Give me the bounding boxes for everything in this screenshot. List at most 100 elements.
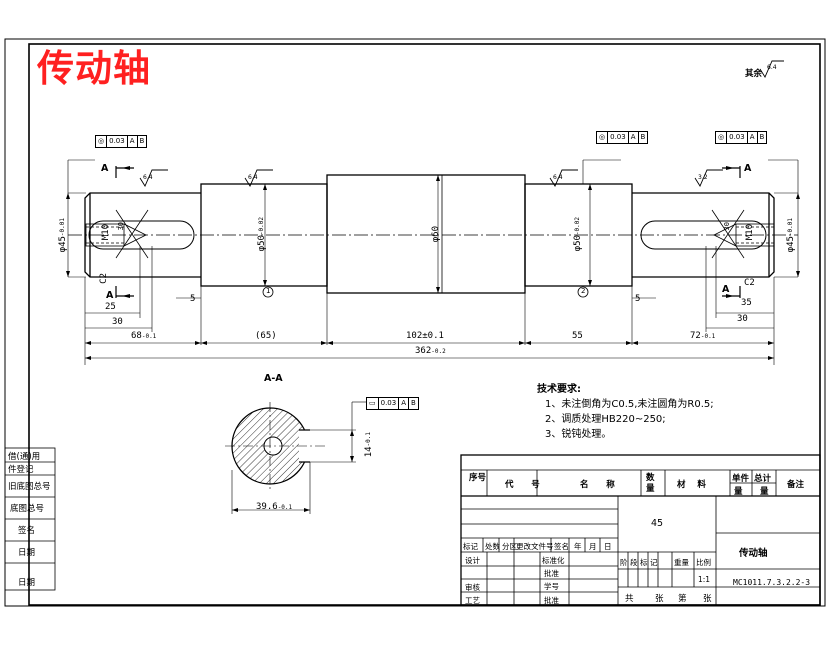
rev-header-count: 处数 [485,542,500,551]
runout-frame-center: ◎ 0.03 A B [596,131,649,144]
arrowheads [66,166,800,360]
cut-label-top-right: A [744,163,752,174]
left-block-label-2: 件登记 [8,465,34,475]
dim-keyway-offset-right: 30 [737,314,748,324]
stage-header-weight: 重量 [674,558,689,567]
left-block-label-6: 日期 [18,548,36,558]
balloon-2: 2 [581,287,586,295]
runout-frame-left: ◎ 0.03 A B [95,135,148,148]
sheet-word-2: 张 [655,594,664,604]
stage-header-2: 段 [630,558,638,567]
left-block-label-1: 借(通)用 [8,452,41,462]
inner-frame [28,43,821,606]
roughness-value-right-bearing: 6.4 [553,174,563,181]
dim-left-bearing: (65) [255,331,277,341]
left-block-label-5: 签名 [18,526,36,536]
rev-header-doc: 更改文件号 [516,542,554,551]
bom-total: 总计 [754,474,772,484]
section-view [225,401,366,514]
stage-header-4: 记 [650,558,658,567]
balloon-1: 1 [266,287,271,295]
sheet-word-4: 张 [703,594,712,604]
dim-diameter-left-bearing: φ50-0.02 [257,217,267,252]
drawing-title: 传动轴 [37,47,151,90]
stage-header-scale: 比例 [696,558,711,567]
tech-req-item-1: 1、未注倒角为C0.5,未注圆角为R0.5; [545,399,714,410]
material-value: 45 [651,518,664,529]
dim-left-end: 68-0.1 [131,331,157,341]
dim-keyway-offset-left: 30 [112,317,123,327]
roughness-value-left-bearing: 6.4 [248,174,258,181]
left-side-block [4,447,56,591]
bom-code: 代 号 [505,480,540,490]
runout-frame-right: ◎ 0.03 A B [715,131,768,144]
stage-header-3: 标 [640,558,648,567]
dim-keyway-length-left: 25 [105,302,116,312]
dim-overall-length: 362-0.2 [415,346,446,356]
bom-qty: 数量 [646,473,655,494]
sheet-word-1: 共 [625,594,634,604]
runout-icon: ◎ [716,132,728,143]
dim-diameter-right-bearing: φ50-0.02 [573,217,583,252]
role-approve-2: 批准 [544,596,559,605]
rev-header-year: 年 [574,542,582,551]
bom-material: 材 料 [677,480,706,490]
scale-value: 1:1 [698,575,711,584]
bom-seq: 序号 [469,473,487,483]
bom-weight: 量 [734,487,743,497]
bom-remark: 备注 [787,480,805,490]
part-name: 传动轴 [739,548,768,559]
cut-label-bottom-right: A [722,284,730,295]
thread-right: M10 [745,224,755,241]
section-title: A-A [264,373,283,384]
dim-right-bearing: 55 [572,331,583,341]
roughness-general-note: 其余 [745,69,763,79]
rev-header-month: 月 [589,542,597,551]
dim-right-end: 72-0.1 [690,331,716,341]
role-student-id: 学号 [544,582,559,591]
shaft-left-end [84,192,201,278]
rev-header-zone: 分区 [502,542,517,551]
bom-name: 名 称 [580,480,615,490]
roughness-value-left: 6.4 [143,174,153,181]
dim-shoulder-left: 5 [190,294,196,304]
rev-header-day: 日 [604,542,612,551]
dim-diameter-left: φ45-0.01 [58,218,68,253]
bom-weight-total: 量 [760,487,769,497]
bom-single: 单件 [732,474,750,484]
tech-req-heading: 技术要求: [537,384,581,395]
stage-header-1: 阶 [620,558,628,567]
dim-diameter-right: φ45-0.01 [786,218,796,253]
left-block-label-4: 底图总号 [10,504,45,514]
thread-left: M10 [101,224,111,241]
role-review: 审核 [465,583,480,592]
sheet-word-3: 第 [678,594,687,604]
rev-header-sign: 签名 [554,542,569,551]
dim-keyway-length-right: 35 [741,298,752,308]
role-approve-1: 批准 [544,569,559,578]
dimension-lines [67,159,799,365]
roughness-value-right: 3.2 [698,174,708,181]
role-standard: 标准化 [542,556,565,565]
left-block-label-3: 旧底图总号 [8,482,51,492]
keyway-depth-right: 30 [723,222,731,231]
tech-req-item-2: 2、调质处理HB220~250; [545,414,666,425]
shaft-center-collar [326,174,526,294]
left-block-label-7: 日期 [18,578,36,588]
roughness-symbols [139,60,784,187]
runout-icon: ◎ [597,132,609,143]
dim-center-collar: 102±0.1 [406,331,444,341]
dim-section-depth: 14-0.1 [364,432,374,458]
role-design: 设计 [465,556,480,565]
part-code: MC1011.7.3.2.2-3 [733,578,811,587]
cut-label-top-left: A [101,163,109,174]
tech-req-item-3: 3、锐钝处理。 [545,429,612,440]
keyways [88,220,767,250]
chamfer-left: C2 [99,273,109,284]
runout-icon: ◎ [96,136,108,147]
title-block-grid [460,454,821,606]
roughness-value-general: 6.4 [767,64,777,71]
role-process: 工艺 [465,596,480,605]
